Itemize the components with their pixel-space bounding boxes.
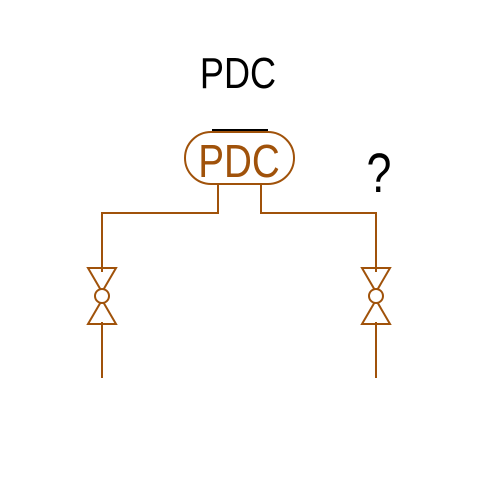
right-valve-lower-triangle xyxy=(360,298,392,325)
left-valve-stem-circle xyxy=(94,288,110,304)
left-impulse-line xyxy=(101,184,219,272)
right-impulse-line xyxy=(260,184,377,272)
instrument-bubble-outline xyxy=(184,131,295,185)
instrument-tag: PDC xyxy=(198,136,280,187)
left-valve-lower-triangle xyxy=(86,298,118,325)
left-valve-icon[interactable] xyxy=(86,267,118,325)
diagram-title: PDC xyxy=(200,49,276,98)
right-valve-icon[interactable] xyxy=(360,267,392,325)
instrument-bubble-icon[interactable]: PDC xyxy=(184,131,295,187)
right-valve-stem-circle xyxy=(368,288,384,304)
unknown-annotation: ? xyxy=(367,141,392,204)
right-valve-upper-triangle xyxy=(360,267,392,294)
left-valve-upper-triangle xyxy=(86,267,118,294)
